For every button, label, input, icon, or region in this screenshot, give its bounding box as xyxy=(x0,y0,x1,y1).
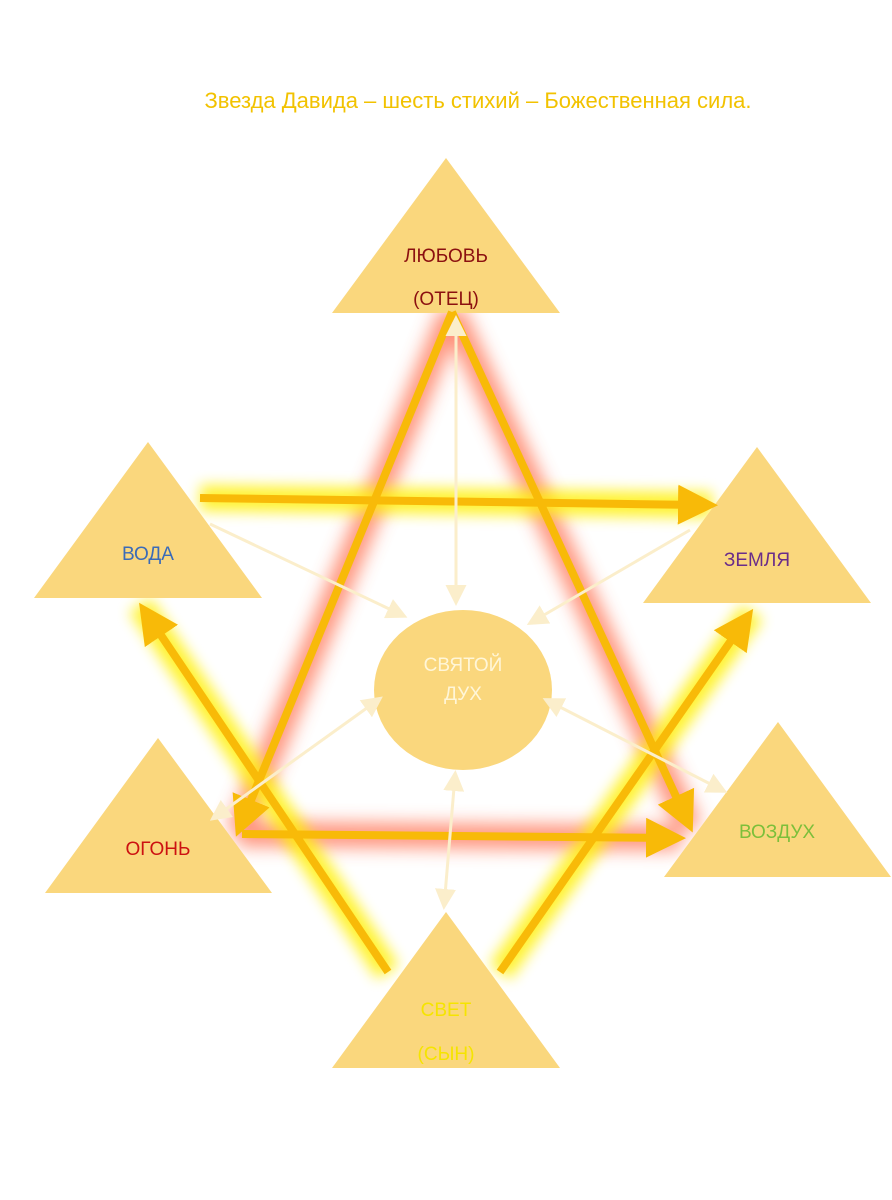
thin-arrow-water-center xyxy=(209,522,408,619)
label-light-sub: (СЫН) xyxy=(418,1044,475,1065)
triangle-earth xyxy=(643,447,871,603)
arrow-fire-to-air xyxy=(241,817,686,858)
triangle-light xyxy=(332,912,560,1068)
label-fire: ОГОНЬ xyxy=(126,839,191,860)
label-light: СВЕТ xyxy=(421,1000,472,1021)
holy-spirit-circle xyxy=(374,610,552,770)
thin-arrow-air-center xyxy=(542,698,728,793)
label-spirit: СВЯТОЙ xyxy=(424,654,503,676)
thin-arrow-fire-center xyxy=(209,696,383,821)
triangle-love xyxy=(332,158,560,313)
triangle-air xyxy=(664,722,891,877)
label-air: ВОЗДУХ xyxy=(739,822,815,843)
label-love: ЛЮБОВЬ xyxy=(404,246,488,267)
thin-arrow-earth-center xyxy=(526,528,691,626)
thin-arrow-light-center xyxy=(435,770,465,910)
arrow-light-to-earth xyxy=(496,608,754,975)
label-love-sub: (ОТЕЦ) xyxy=(413,289,479,310)
label-water: ВОДА xyxy=(122,544,174,565)
triangle-water xyxy=(34,442,262,598)
diagram-title: Звезда Давида – шесть стихий – Божествен… xyxy=(204,88,752,113)
triangle-fire xyxy=(45,738,272,893)
label-earth: ЗЕМЛЯ xyxy=(724,550,790,571)
label-spirit-sub: ДУХ xyxy=(444,684,482,705)
